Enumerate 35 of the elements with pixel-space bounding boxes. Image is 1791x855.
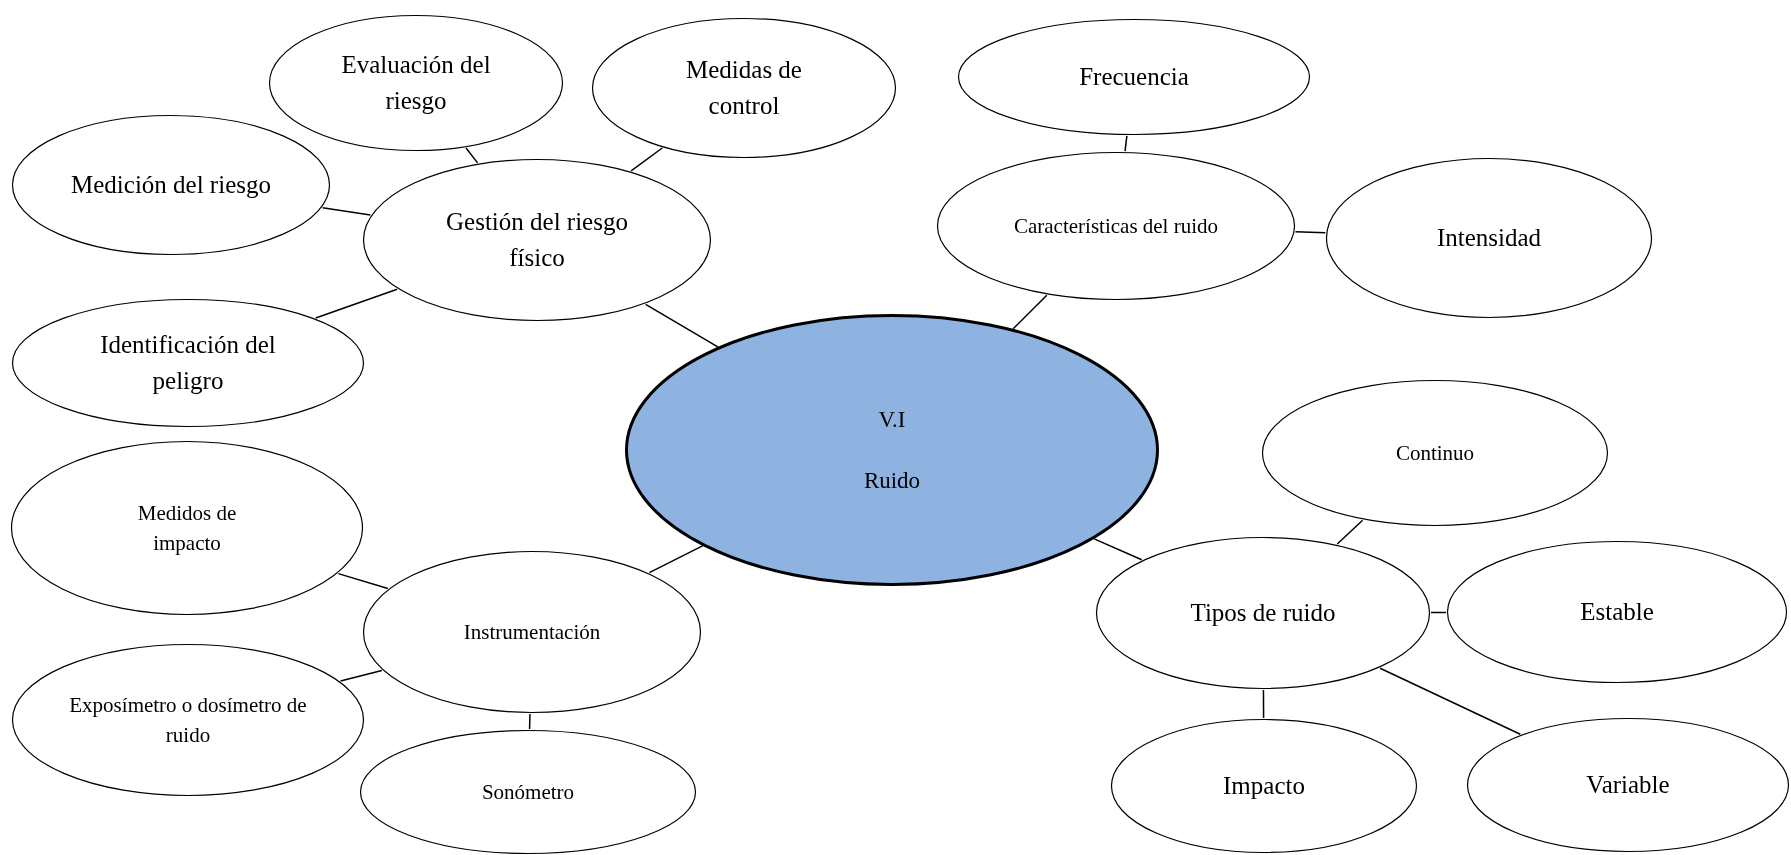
connector-line [465,147,479,164]
connector-line [337,572,389,590]
connector-line [1124,135,1128,152]
connector-line [648,545,704,574]
topic-label: Sonómetro [481,778,575,806]
topic-label: Intensidad [1436,222,1542,253]
connector-line [314,288,398,319]
topic-label: Medidas de control [685,54,803,121]
connector-line [339,669,383,682]
central-topic: Ruido [863,467,921,495]
connector-line [1379,667,1521,735]
connector-line [321,207,372,216]
topic-label: Variable [1586,769,1670,800]
topic-label: Medición del riesgo [71,169,271,200]
connector-line [1262,689,1265,719]
topic-label: Medidos de impacto [136,499,238,557]
topic-label: Frecuencia [1079,61,1189,92]
connector-line [1336,519,1364,545]
topic-label: Identificación del peligro [99,329,277,396]
topic-label: Instrumentación [463,618,601,646]
topic-label: Características del ruido [1013,212,1219,240]
connector-line [1294,231,1327,234]
topic-label: Estable [1580,596,1654,627]
topic-label: Tipos de ruido [1190,597,1336,628]
connector-line [1012,294,1048,330]
topic-label: Gestión del riesgo físico [445,206,629,273]
topic-label: Exposímetro o dosímetro de ruido [68,691,308,749]
topic-label: Continuo [1395,439,1475,467]
topic-label: Impacto [1223,770,1305,801]
topic-label: Evaluación del riesgo [340,49,492,116]
central-topic: V.I [878,405,906,434]
connector-line [1093,538,1143,561]
connector-line [528,713,531,730]
connector-line [644,303,719,348]
connector-line [630,147,663,172]
